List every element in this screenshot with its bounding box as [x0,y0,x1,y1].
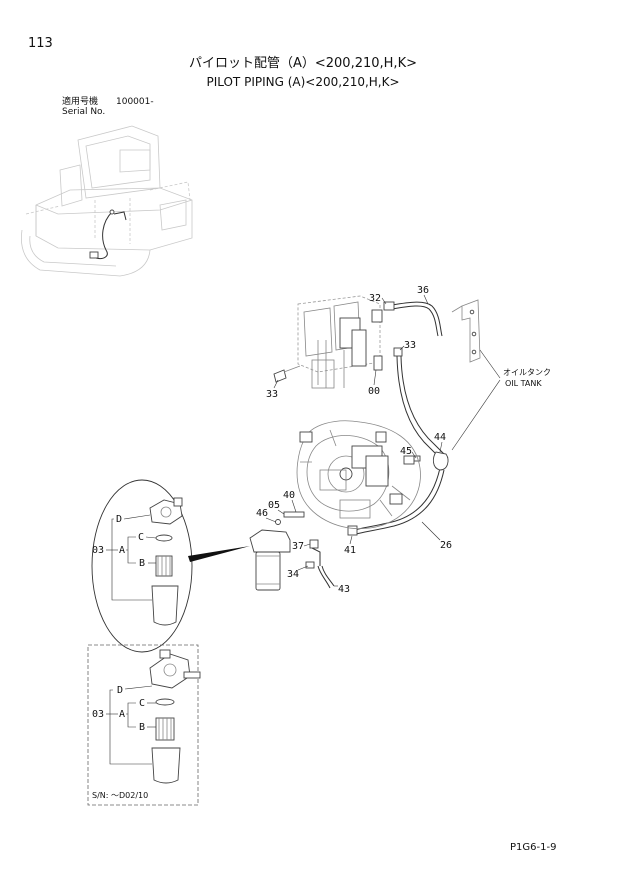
pilot-filter [249,511,335,591]
control-valve [273,295,383,389]
oil-tank-japanese: オイルタンク [503,368,551,377]
callout-34: 34 [287,569,299,580]
callout-44: 44 [434,432,446,443]
filter-detail-box-inset: D C 03 A B S/N: ～D02/10 [87,644,201,806]
oil-tank-bracket [451,299,481,363]
oval-label-group-03: 03 [92,545,104,556]
callout-43: 43 [338,584,350,595]
serial-label-english: Serial No. [62,107,105,117]
callout-00: 00 [368,386,380,397]
callout-32: 32 [369,293,381,304]
box-label-b: B [139,722,145,733]
callout-26: 26 [440,540,452,551]
hose-36 [383,301,443,337]
oval-label-b: B [139,558,145,569]
callout-33-right: 33 [404,340,416,351]
title-english: PILOT PIPING (A)<200,210,H,K> [206,75,399,89]
box-label-c: C [139,698,145,709]
callout-46: 46 [256,508,268,519]
callout-33-left: 33 [266,389,278,400]
serial-label-japanese: 適用号機 [62,95,98,107]
callout-40: 40 [283,490,295,501]
box-label-a: A [119,709,125,720]
serial-value: 100001- [116,97,154,107]
callout-05: 05 [268,500,280,511]
callout-36: 36 [417,285,429,296]
pump-assembly [296,420,421,530]
oval-label-d: D [116,514,122,525]
excavator-location-view [21,125,193,277]
oval-label-c: C [138,532,144,543]
box-label-d: D [117,685,123,696]
oil-tank-label: オイルタンク OIL TANK [451,349,551,451]
hose-to-oil-tank [393,347,449,463]
filter-detail-oval-inset: D C 03 A B [91,479,250,653]
callout-45: 45 [400,446,412,457]
title-japanese: パイロット配管（A）<200,210,H,K> [189,56,417,71]
inset-pointer [188,546,250,562]
box-serial-range: S/N: ～D02/10 [92,791,148,800]
page-number: 113 [28,36,53,51]
callout-labels: 32 36 33 33 00 44 45 40 05 46 37 41 26 3… [256,285,452,595]
callout-37: 37 [292,541,304,552]
box-label-group-03: 03 [92,709,104,720]
page-code: P1G6-1-9 [510,842,556,853]
oil-tank-english: OIL TANK [505,379,542,388]
oval-label-a: A [119,545,125,556]
callout-41: 41 [344,545,356,556]
